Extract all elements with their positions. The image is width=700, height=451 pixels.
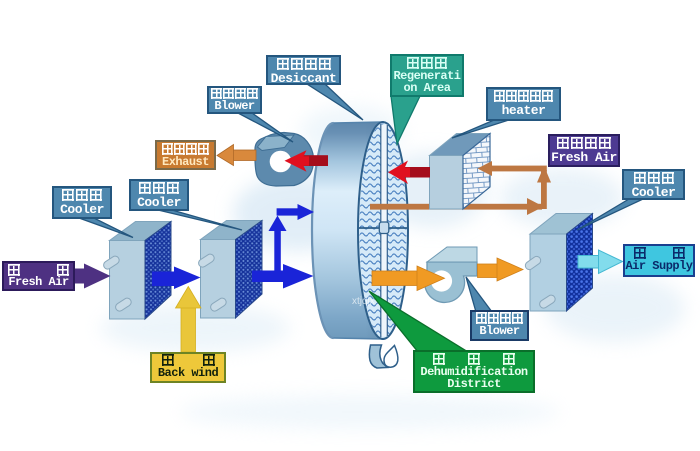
svg-text:xtjqjx: xtjqjx: [352, 296, 375, 307]
